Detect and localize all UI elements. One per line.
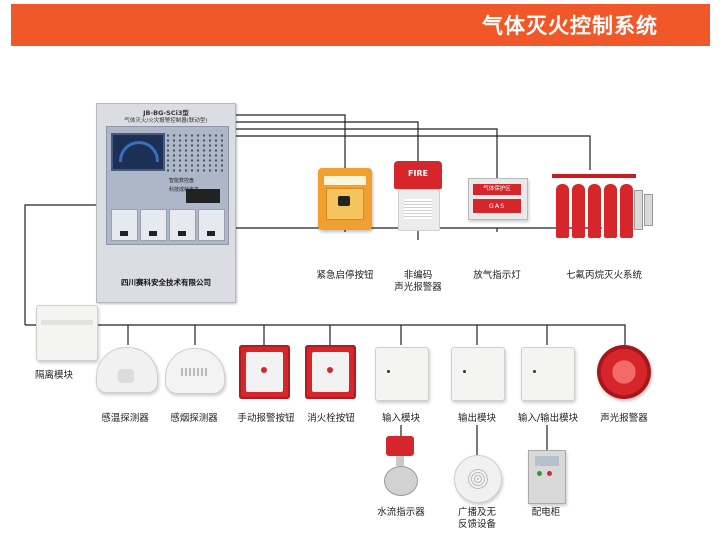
label-broadcast: 广播及无 反馈设备 — [457, 507, 496, 530]
lcd-screen — [111, 133, 165, 171]
label-water-flow-indicator: 水流指示器 — [377, 507, 425, 518]
wire-to-alarm — [234, 121, 419, 165]
input-module-device — [375, 347, 429, 401]
panel-company: 四川赛科安全技术有限公司 — [121, 278, 211, 287]
page-title: 气体灭火控制系统 — [482, 14, 658, 38]
fire-control-panel: JB-BG-SCi3型 气体灭火/火灾报警控制器(联动型) 智能数控盘 科技成就… — [96, 103, 236, 303]
broadcast-speaker-device — [454, 455, 502, 503]
gas-text: GAS — [473, 199, 521, 213]
label-emergency-button: 紧急启停按钮 — [316, 270, 374, 281]
gas-release-light-device: 气体保护区 GAS — [468, 178, 528, 220]
smoke-detector-device — [165, 348, 225, 396]
wire-detector-bus — [25, 324, 626, 345]
fire-text: FIRE — [407, 169, 429, 178]
label-distribution-cabinet: 配电柜 — [531, 507, 561, 518]
emergency-button-device — [318, 168, 372, 230]
io-module-device — [521, 347, 575, 401]
hfc-cylinder-system — [552, 170, 656, 242]
label-manual-alarm-button: 手动报警按钮 — [237, 413, 295, 424]
output-module-device — [451, 347, 505, 401]
wire-to-hfc-system — [234, 135, 591, 170]
panel-face: 智能数控盘 科技成就未来 — [106, 126, 229, 245]
panel-brand: 智能数控盘 科技成就未来 — [169, 178, 200, 193]
wire-to-gas-light — [234, 128, 498, 178]
label-smoke-detector: 感烟探测器 — [170, 413, 218, 424]
label-sound-light-alarm: 声光报警器 — [600, 413, 648, 424]
non-coded-alarm-device: FIRE — [394, 161, 442, 233]
printer-slot — [186, 189, 220, 203]
panel-subtitle: 气体灭火/火灾报警控制器(联动型) — [124, 118, 208, 124]
label-hfc-system: 七氟丙烷灭火系统 — [565, 270, 642, 281]
label-output-module: 输出模块 — [457, 413, 496, 424]
gas-banner: 气体保护区 — [473, 184, 521, 195]
heat-detector-device — [96, 347, 158, 397]
label-non-coded-alarm: 非编码 声光报警器 — [394, 270, 442, 293]
sound-light-alarm-device — [597, 345, 651, 399]
label-isolation-module: 隔离模块 — [34, 370, 73, 381]
panel-model: JB-BG-SCi3型 — [143, 109, 189, 117]
hydrant-button-device — [305, 345, 356, 399]
distribution-cabinet-device — [528, 450, 566, 504]
wire-to-emergency-button — [234, 114, 346, 170]
label-input-module: 输入模块 — [381, 413, 420, 424]
header-bar: 气体灭火控制系统 — [11, 4, 710, 46]
label-heat-detector: 感温探测器 — [101, 413, 149, 424]
label-hydrant-button: 消火栓按钮 — [307, 413, 355, 424]
manual-alarm-button-device — [239, 345, 290, 399]
wire-loop-left — [24, 204, 96, 325]
water-flow-indicator-device — [380, 436, 420, 496]
label-gas-release-light: 放气指示灯 — [473, 270, 521, 281]
isolation-module-device — [36, 305, 98, 361]
keypad — [165, 133, 223, 173]
panel-modules — [111, 209, 225, 241]
label-io-module: 输入/输出模块 — [517, 413, 579, 424]
